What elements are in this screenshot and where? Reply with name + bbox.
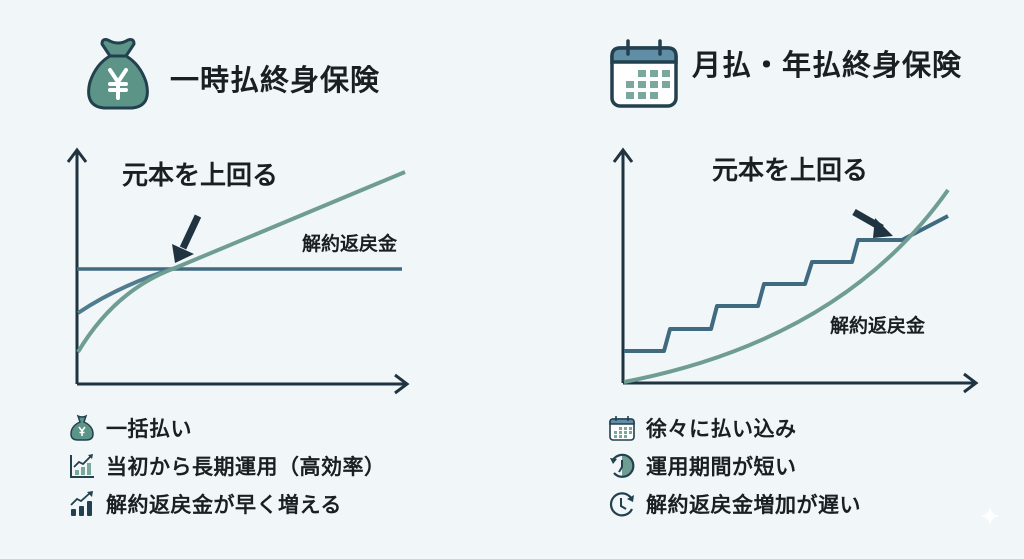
feature-item: 解約返戻金増加が遅い <box>608 485 861 523</box>
feature-item: 解約返戻金が早く増える <box>68 485 386 523</box>
feature-text: 運用期間が短い <box>646 455 797 479</box>
money-bag-yen-icon <box>87 38 149 110</box>
clock-clockwise-icon <box>609 492 634 517</box>
feature-text: 一括払い <box>106 417 192 441</box>
money-bag-yen-icon <box>70 414 94 441</box>
rising-bars-icon <box>70 491 93 516</box>
calendar-icon <box>609 416 635 441</box>
calendar-icon <box>610 39 678 108</box>
feature-item: 当初から長期運用（高効率） <box>68 447 386 485</box>
lump-sum-chart <box>66 147 410 395</box>
feature-list: 徐々に払い込み 運用期間が短い 解約返戻金増加が遅い <box>608 409 861 523</box>
panel-installment: 月払・年払終身保険 元本を上回る 解約返戻金 <box>512 0 1024 559</box>
series-label: 解約返戻金 <box>830 315 926 337</box>
panel-lump-sum: 一時払終身保険 元本を上回る 解約返戻金 一括払い <box>66 38 410 523</box>
crossover-annotation: 元本を上回る <box>712 156 869 186</box>
feature-text: 解約返戻金増加が遅い <box>646 493 861 517</box>
panel-title: 一時払終身保険 <box>170 63 381 97</box>
series-label: 解約返戻金 <box>302 233 398 255</box>
clock-counterclockwise-icon <box>610 453 635 478</box>
feature-item: 一括払い <box>68 409 386 447</box>
feature-text: 解約返戻金が早く増える <box>106 493 342 517</box>
feature-text: 当初から長期運用（高効率） <box>106 455 386 479</box>
feature-list: 一括払い 当初から長期運用（高効率） 解約返戻金が早く増える <box>68 409 386 523</box>
panel-title: 月払・年払終身保険 <box>692 48 963 82</box>
feature-item: 運用期間が短い <box>608 447 861 485</box>
feature-item: 徐々に払い込み <box>608 409 861 447</box>
feature-text: 徐々に払い込み <box>646 417 797 441</box>
growth-chart-icon <box>70 454 94 478</box>
sparkle-watermark-icon <box>980 506 1000 526</box>
installment-chart <box>612 147 979 394</box>
crossover-annotation: 元本を上回る <box>122 161 279 191</box>
